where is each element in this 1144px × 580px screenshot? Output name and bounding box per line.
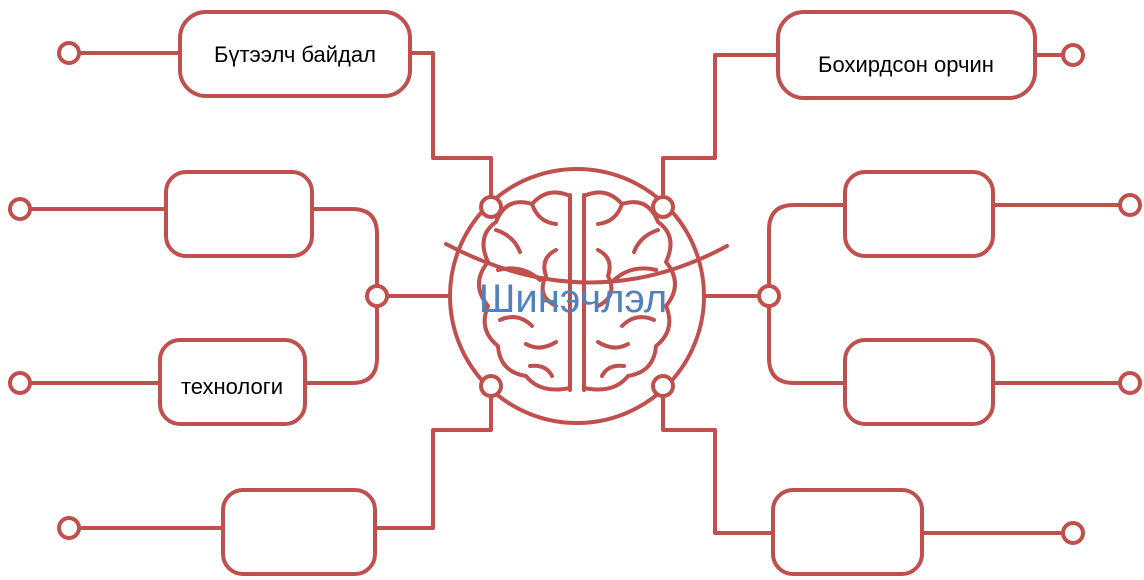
- endpoint-mid-left-upper[interactable]: [8, 197, 32, 221]
- endpoint-bottom-right[interactable]: [1061, 521, 1085, 545]
- node-mid-left-lower-label: технологи: [181, 374, 283, 399]
- hub-left[interactable]: [365, 284, 389, 308]
- node-boxes: [158, 10, 1037, 576]
- node-mid-left-lower-box[interactable]: [158, 338, 307, 426]
- node-top-left-box[interactable]: [178, 10, 412, 98]
- center-circle: [448, 167, 706, 425]
- brain-icon: [477, 190, 677, 392]
- attach-bottom-right[interactable]: [651, 374, 675, 398]
- node-mid-right-upper-box[interactable]: [843, 170, 995, 258]
- connector-bottom-left-inner: [373, 395, 493, 530]
- attach-top-right[interactable]: [651, 195, 675, 219]
- connector-top-left-inner: [408, 51, 493, 198]
- node-top-right-label: Бохирдсон орчин: [818, 52, 994, 77]
- swoosh-arc: [444, 242, 729, 285]
- endpoint-mid-right-lower[interactable]: [1118, 371, 1142, 395]
- endpoint-bottom-left[interactable]: [57, 516, 81, 540]
- connector-top-right-inner: [661, 53, 780, 198]
- node-bottom-right-box[interactable]: [771, 488, 924, 576]
- node-top-right-box[interactable]: [776, 10, 1037, 100]
- connectors: [28, 51, 1122, 535]
- attach-bottom-left[interactable]: [479, 374, 503, 398]
- endpoint-top-right[interactable]: [1061, 43, 1085, 67]
- node-labels: Бүтээлч байдал Бохирдсон орчин технологи: [181, 42, 994, 399]
- endpoint-top-left[interactable]: [57, 41, 81, 65]
- center-label: Шинэчлэл: [479, 277, 668, 321]
- node-bottom-left-box[interactable]: [221, 488, 377, 576]
- hub-right[interactable]: [757, 284, 781, 308]
- node-mid-right-lower-box[interactable]: [843, 338, 995, 426]
- connector-dots: [8, 41, 1142, 545]
- node-mid-left-upper-box[interactable]: [164, 170, 314, 258]
- connector-bottom-right-inner: [661, 395, 775, 535]
- endpoint-mid-left-lower[interactable]: [8, 371, 32, 395]
- attach-top-left[interactable]: [479, 195, 503, 219]
- node-top-left-label: Бүтээлч байдал: [214, 42, 376, 67]
- endpoint-mid-right-upper[interactable]: [1118, 193, 1142, 217]
